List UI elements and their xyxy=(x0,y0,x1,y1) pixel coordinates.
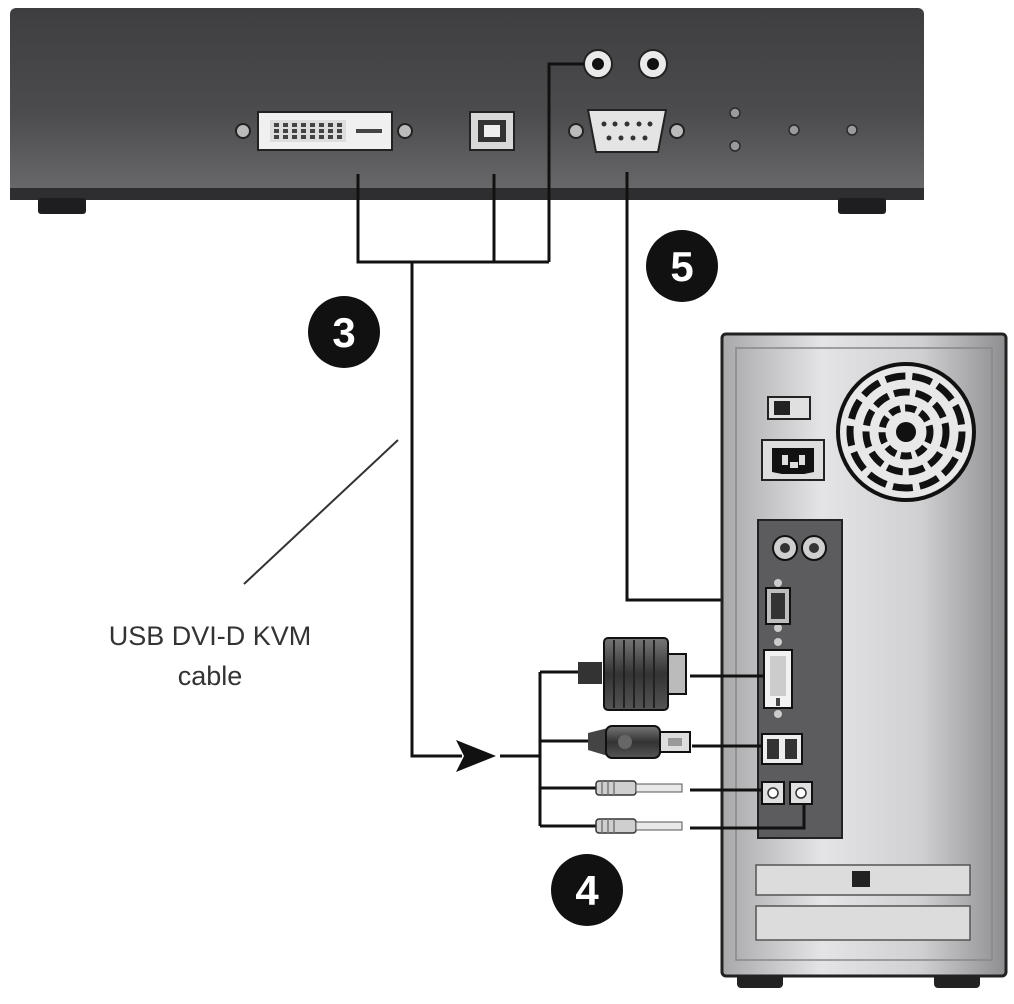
kvm-led-indicators xyxy=(729,107,858,152)
pc-tower xyxy=(720,332,1008,988)
step-5-number: 5 xyxy=(670,243,693,290)
pc-fan-icon xyxy=(836,362,976,502)
audio-plug-1 xyxy=(595,780,683,796)
kvm-serial-port xyxy=(568,109,685,153)
kvm-unit xyxy=(10,8,924,214)
step-badge-3: 3 xyxy=(308,296,380,368)
pc-side-cable-tree xyxy=(500,670,596,828)
cable-label: USB DVI-D KVM cable xyxy=(60,616,360,696)
pc-expansion-slot-2 xyxy=(755,905,971,941)
kvm-body xyxy=(10,8,924,200)
kvm-dvi-port xyxy=(235,111,413,151)
pc-audio-ports xyxy=(761,781,813,805)
pc-ps2-ports xyxy=(772,535,827,561)
audio-plug-2 xyxy=(595,818,683,834)
kvm-bottom-edge xyxy=(10,188,924,200)
pc-serial-port xyxy=(765,579,791,632)
pc-usb-ports xyxy=(761,733,803,765)
usb-plug xyxy=(588,725,691,759)
cable-label-leader-line xyxy=(243,439,399,585)
pc-dvi-port xyxy=(763,638,793,718)
step-3-number: 3 xyxy=(332,309,355,356)
kvm-cable-bundle xyxy=(356,62,584,758)
pc-ethernet-port xyxy=(852,871,870,887)
pc-case-inner xyxy=(735,347,993,961)
cable-label-line-2: cable xyxy=(177,661,243,691)
kvm-foot-left xyxy=(38,198,86,214)
step-badge-4: 4 xyxy=(551,854,623,926)
dvi-plug xyxy=(578,637,687,711)
cable-label-line-1: USB DVI-D KVM xyxy=(108,621,312,651)
cable-arrow-head xyxy=(456,740,496,772)
kvm-audio-jacks xyxy=(583,49,668,79)
step-badge-5: 5 xyxy=(646,230,718,302)
audio-plug-2-to-port-line xyxy=(690,804,806,830)
step-4-number: 4 xyxy=(575,867,599,914)
kvm-foot-right xyxy=(838,198,886,214)
kvm-usb-b-port xyxy=(469,111,515,151)
